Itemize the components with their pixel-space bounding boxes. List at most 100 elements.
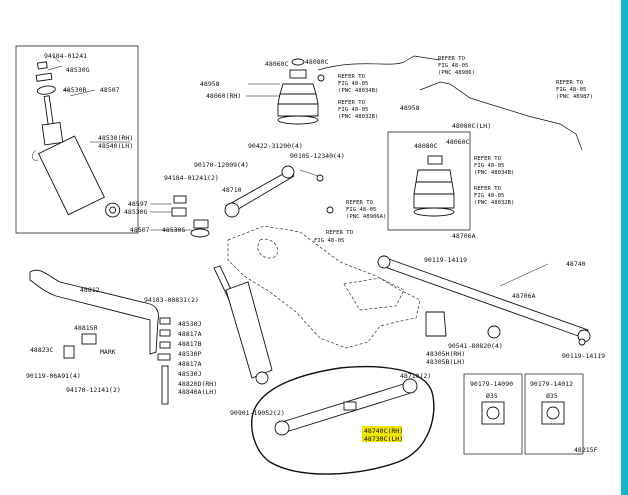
stabilizer-link [161, 365, 169, 405]
label-90170: 90170-12009(4) [194, 161, 249, 169]
label-48710: 48710 [222, 186, 242, 194]
boot-cap [291, 58, 305, 66]
label-48080c-lh: 48080C(LH) [452, 122, 491, 130]
upper-shock-group [15, 45, 139, 234]
bushing-detail-b [524, 373, 584, 455]
label-48530s: 48530S [162, 226, 186, 234]
refer-b-line3: (PNC 48032B) [338, 114, 378, 120]
bellows-boot-rh [277, 83, 319, 117]
stabilizer-bushing [81, 333, 97, 345]
boot-collar [289, 69, 307, 79]
label-48080c-r1: 48080C [414, 142, 438, 150]
mount-bushing-a [171, 207, 187, 217]
label-48812: 48812 [80, 286, 100, 294]
shock-nut [36, 61, 48, 70]
label-48530j: 48530J [178, 320, 202, 328]
right-edge-strip [621, 0, 628, 495]
label-48507-top: 48507 [100, 86, 120, 94]
label-48080c-top: 48080C [305, 58, 329, 66]
refer-g-line3: (PNC 48906A) [346, 214, 386, 220]
control-arm-48740 [381, 257, 589, 339]
highlighted-lower-arm [251, 365, 435, 475]
label-48840a: 48840A(LH) [178, 388, 217, 396]
refer-d-line1: REFER TO [556, 80, 584, 86]
refer-f-line3: (PNC 48032B) [474, 200, 514, 206]
bolt-rh-a [317, 74, 325, 82]
lh-boot-group [413, 155, 455, 217]
arm-bushing-front [377, 255, 391, 269]
bolt-rear [578, 338, 586, 346]
refer-d-line2: FIG 48-05 [556, 87, 586, 93]
label-dia2: Ø35 [546, 392, 558, 400]
label-48817c: 48817A [178, 360, 202, 368]
shock-rod [43, 95, 54, 127]
label-90179b: 90179-14012 [530, 380, 573, 388]
label-48060-rh: 48060(RH) [206, 92, 241, 100]
brake-line-b [419, 81, 583, 151]
refer-c-line3: (PNC 48986) [438, 70, 475, 76]
link-part-4 [157, 353, 171, 361]
label-48706a-top: 48706A [452, 232, 476, 240]
refer-e-line3: (PNC 48034B) [474, 170, 514, 176]
label-48706a-mid: 48706A [512, 292, 536, 300]
bellows-boot-lh [413, 169, 455, 209]
lower-arm-bushing-front [274, 420, 290, 436]
label-48060c: 48060C [265, 60, 289, 68]
label-48530j2: 48530J [178, 370, 202, 378]
lower-arm-bushing-rear [402, 378, 418, 394]
boot-base-rh [277, 115, 319, 125]
label-48740: 48740 [566, 260, 586, 268]
label-90901: 90901-19052(2) [230, 409, 285, 417]
label-94183: 94183-00831(2) [144, 296, 199, 304]
brake-line-a [317, 55, 441, 71]
link-part-2 [159, 329, 171, 337]
mount-parts [171, 195, 210, 238]
label-94184-01241: 94184-01241 [44, 52, 87, 60]
refer-f-line2: FIG 48-05 [474, 193, 504, 199]
shock-upper-body [41, 122, 64, 146]
label-48530g-mid: 48530G [124, 208, 148, 216]
detail-bushing-a-hole [486, 406, 500, 420]
label-48305b: 48305B(LH) [426, 358, 465, 366]
label-48540-lh: 48540(LH) [98, 142, 133, 150]
lh-boot-collar [427, 155, 443, 165]
shock-washer [35, 72, 53, 82]
axle-housing [227, 225, 421, 349]
detail-box-b [524, 373, 584, 455]
stabilizer-bar-48812 [29, 269, 159, 355]
detail-box-a [463, 373, 523, 455]
label-90541: 90541-80820(4) [448, 342, 503, 350]
mount-bushing-b [193, 219, 209, 229]
label-48530-rh: 48530(RH) [98, 134, 133, 142]
shock-cylinder [37, 135, 105, 216]
refer-e-line1: REFER TO [474, 156, 502, 162]
lower-shock-body [225, 281, 273, 379]
highlight-ellipse [251, 365, 435, 475]
shock-box-frame [15, 45, 139, 234]
label-48730c-lh: 48730C(LH) [364, 435, 403, 443]
highlight-box [362, 426, 402, 442]
refer-a-line3: (PNC 48034B) [338, 88, 378, 94]
link-part-3 [159, 341, 171, 349]
bushing-detail-a [463, 373, 523, 455]
label-48823c: 48823C [30, 346, 54, 354]
label-48507-mid: 48507 [130, 226, 150, 234]
refer-a-line2: FIG 48-05 [338, 81, 368, 87]
axle-housing-outline [227, 225, 421, 349]
label-48530g-top: 48530G [66, 66, 90, 74]
label-48597: 48597 [128, 200, 148, 208]
refer-d-line3: (PNC 48987) [556, 94, 593, 100]
stabilizer-bar [29, 269, 159, 359]
label-48710b: 48710(2) [400, 372, 431, 380]
label-90422: 90422-31200(4) [248, 142, 303, 150]
link-parts [157, 317, 171, 405]
label-48958-a: 48958 [200, 80, 220, 88]
axle-end-outline [257, 238, 278, 259]
upper-lateral-rod [224, 165, 295, 218]
lateral-rod-bushing-a [224, 202, 240, 218]
label-48815r: 48815R [74, 324, 98, 332]
refer-b-line2: FIG 48-05 [338, 107, 368, 113]
figure-number: 48215F [574, 446, 598, 454]
